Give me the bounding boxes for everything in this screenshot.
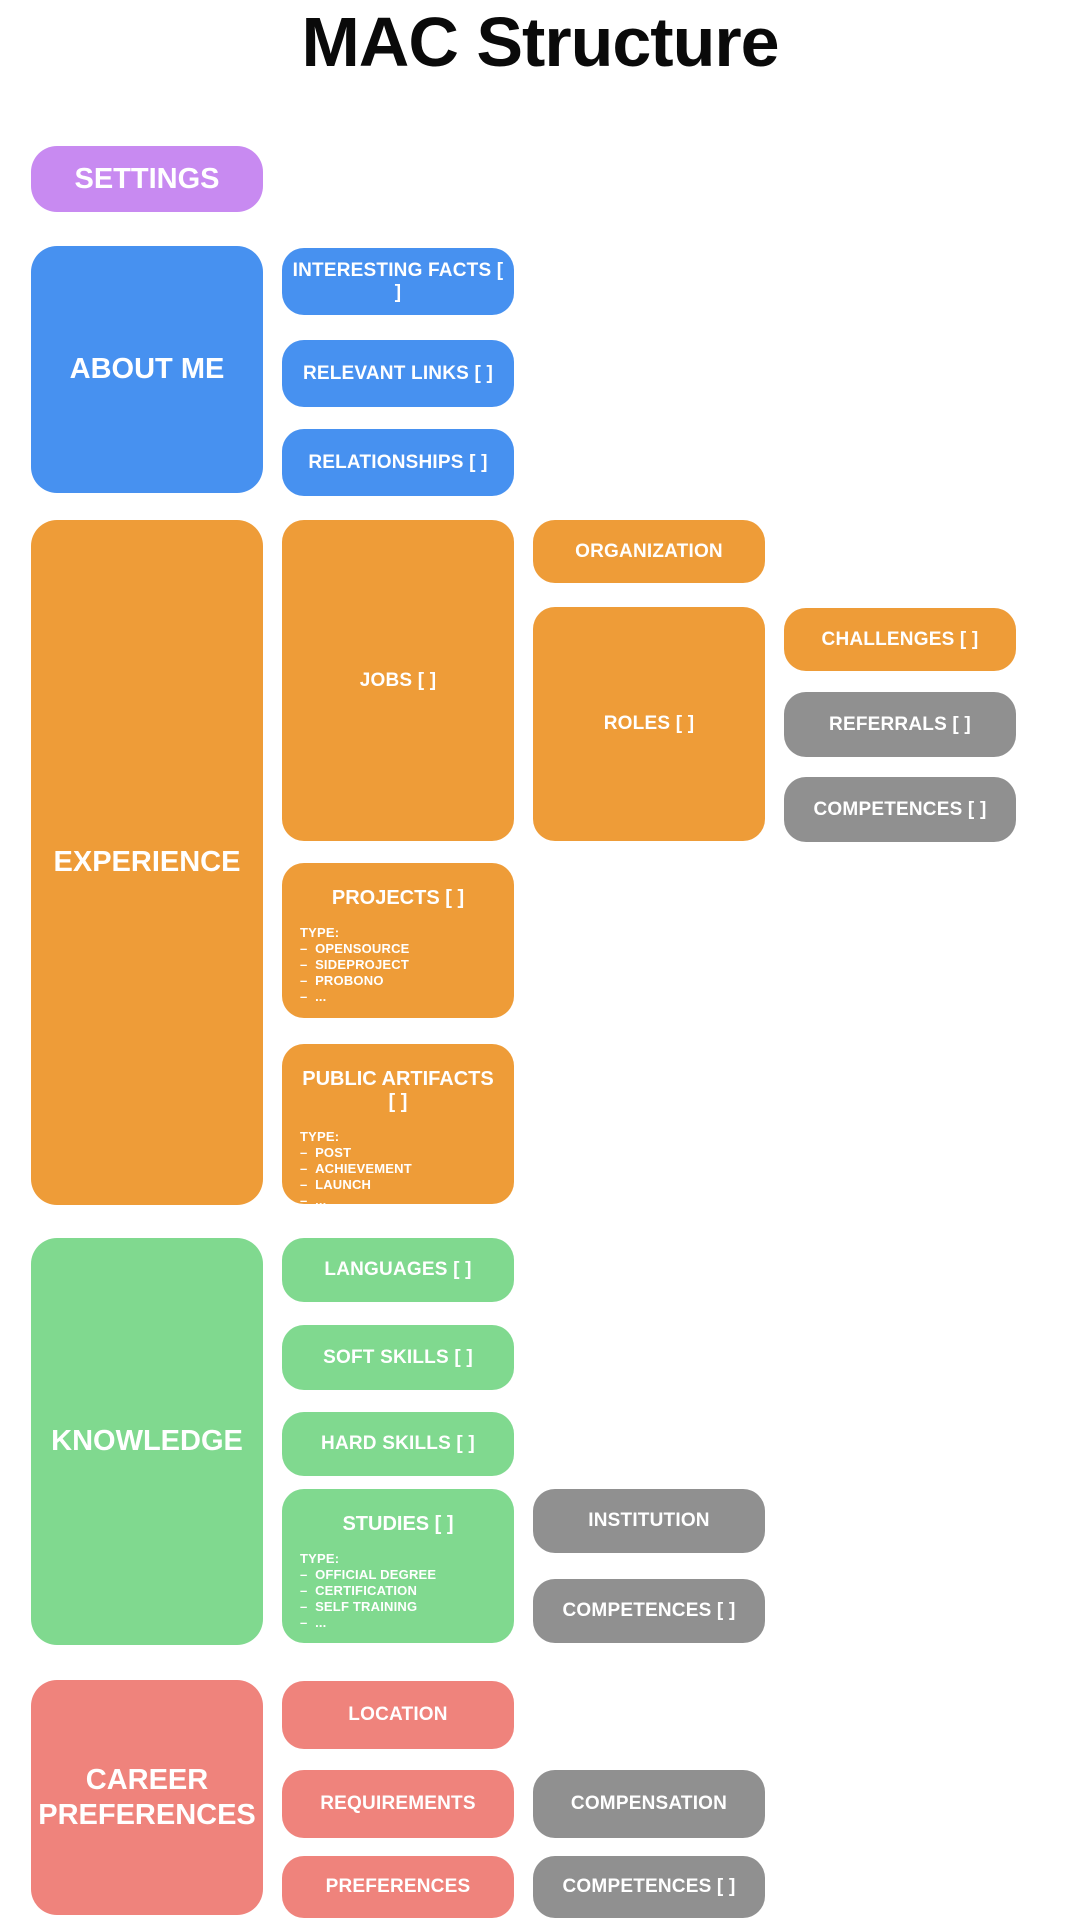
node-label: SOFT SKILLS [ ] [323, 1346, 473, 1368]
node-label: COMPETENCES [ ] [562, 1600, 736, 1621]
node-interesting-facts: INTERESTING FACTS [ ] [282, 248, 514, 315]
node-compensation: COMPENSATION [533, 1770, 765, 1838]
node-about-me: ABOUT ME [31, 246, 263, 493]
node-label: COMPENSATION [570, 1793, 728, 1814]
node-label: ROLES [ ] [603, 713, 695, 734]
node-label: RELEVANT LINKS [ ] [302, 362, 494, 384]
node-projects: PROJECTS [ ] TYPE: OPENSOURCE SIDEPROJEC… [282, 863, 514, 1018]
type-block: TYPE: OFFICIAL DEGREE CERTIFICATION SELF… [298, 1551, 498, 1631]
node-soft-skills: SOFT SKILLS [ ] [282, 1325, 514, 1390]
type-list-item: OFFICIAL DEGREE [300, 1567, 498, 1583]
type-label: TYPE: [300, 925, 340, 940]
node-referrals: REFERRALS [ ] [784, 692, 1016, 757]
node-label: REFERRALS [ ] [829, 713, 971, 735]
type-list: OPENSOURCE SIDEPROJECT PROBONO ... [300, 941, 498, 1005]
type-block: TYPE: POST ACHIEVEMENT LAUNCH ... [298, 1129, 498, 1209]
page-title: MAC Structure [301, 3, 779, 81]
type-block: TYPE: OPENSOURCE SIDEPROJECT PROBONO ... [298, 925, 498, 1005]
node-label: KNOWLEDGE [51, 1425, 243, 1458]
node-label: PUBLIC ARTIFACTS [ ] [302, 1068, 494, 1113]
node-relationships: RELATIONSHIPS [ ] [282, 429, 514, 496]
type-list-item: SIDEPROJECT [300, 957, 498, 973]
node-label: CHALLENGES [ ] [821, 628, 979, 650]
type-list: OFFICIAL DEGREE CERTIFICATION SELF TRAIN… [300, 1567, 498, 1631]
node-label: EXPERIENCE [53, 846, 241, 879]
node-hard-skills: HARD SKILLS [ ] [282, 1412, 514, 1476]
node-label: JOBS [ ] [359, 669, 437, 691]
node-knowledge: KNOWLEDGE [31, 1238, 263, 1645]
node-languages: LANGUAGES [ ] [282, 1238, 514, 1302]
type-list-item: CERTIFICATION [300, 1583, 498, 1599]
type-list: POST ACHIEVEMENT LAUNCH ... [300, 1145, 498, 1209]
node-label: LANGUAGES [ ] [324, 1259, 472, 1280]
node-challenges: CHALLENGES [ ] [784, 608, 1016, 671]
type-label: TYPE: [300, 1551, 340, 1566]
node-settings: SETTINGS [31, 146, 263, 212]
node-label: INSTITUTION [588, 1510, 710, 1531]
node-institution: INSTITUTION [533, 1489, 765, 1553]
node-requirements: REQUIREMENTS [282, 1770, 514, 1838]
node-roles: ROLES [ ] [533, 607, 765, 841]
node-jobs: JOBS [ ] [282, 520, 514, 841]
node-experience: EXPERIENCE [31, 520, 263, 1205]
node-preferences: PREFERENCES [282, 1856, 514, 1918]
node-label: LOCATION [348, 1704, 448, 1725]
type-list-item: ... [300, 989, 498, 1005]
node-label: CAREER PREFERENCES [38, 1764, 256, 1831]
node-label: SETTINGS [74, 162, 220, 195]
node-public-artifacts: PUBLIC ARTIFACTS [ ] TYPE: POST ACHIEVEM… [282, 1044, 514, 1208]
type-list-item: ... [300, 1615, 498, 1631]
type-list-item: ... [300, 1193, 498, 1209]
node-label: INTERESTING FACTS [ ] [292, 259, 504, 303]
node-relevant-links: RELEVANT LINKS [ ] [282, 340, 514, 407]
node-label: PREFERENCES [325, 1876, 471, 1897]
type-list-item: POST [300, 1145, 498, 1161]
node-label: STUDIES [ ] [342, 1513, 454, 1535]
node-label: COMPETENCES [ ] [562, 1876, 736, 1897]
type-list-item: PROBONO [300, 973, 498, 989]
node-roles-competences: COMPETENCES [ ] [784, 777, 1016, 842]
node-label: HARD SKILLS [ ] [321, 1433, 475, 1454]
node-label: ABOUT ME [69, 353, 225, 386]
type-list-item: ACHIEVEMENT [300, 1161, 498, 1177]
node-label: COMPETENCES [ ] [813, 798, 987, 820]
type-list-item: OPENSOURCE [300, 941, 498, 957]
node-label: ORGANIZATION [575, 540, 723, 562]
type-list-item: SELF TRAINING [300, 1599, 498, 1615]
node-organization: ORGANIZATION [533, 520, 765, 583]
node-career-preferences: CAREER PREFERENCES [31, 1680, 263, 1915]
node-studies: STUDIES [ ] TYPE: OFFICIAL DEGREE CERTIF… [282, 1489, 514, 1643]
node-studies-competences: COMPETENCES [ ] [533, 1579, 765, 1643]
node-label: RELATIONSHIPS [ ] [308, 451, 488, 473]
node-label: REQUIREMENTS [320, 1793, 476, 1814]
type-label: TYPE: [300, 1129, 340, 1144]
type-list-item: LAUNCH [300, 1177, 498, 1193]
node-location: LOCATION [282, 1681, 514, 1749]
node-label: PROJECTS [ ] [331, 887, 465, 909]
node-career-competences: COMPETENCES [ ] [533, 1856, 765, 1918]
